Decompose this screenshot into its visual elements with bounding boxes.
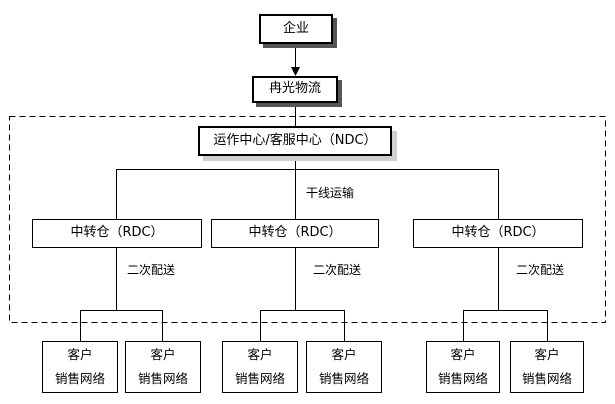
rdc-label: 中转仓（RDC） bbox=[70, 225, 164, 241]
rdc-node-right: 中转仓（RDC） bbox=[413, 219, 583, 248]
arrow-head-icon bbox=[291, 67, 300, 76]
enterprise-node: 企业 bbox=[259, 14, 333, 44]
customer-node: 客户销售网络 bbox=[306, 341, 382, 393]
sales-network-label: 销售网络 bbox=[137, 371, 188, 386]
logistics-node: 冉光物流 bbox=[252, 76, 338, 103]
secondary-delivery-label-right: 二次配送 bbox=[516, 263, 565, 277]
rdc-node-left: 中转仓（RDC） bbox=[32, 219, 202, 248]
logistics-label: 冉光物流 bbox=[268, 81, 321, 97]
customer-label: 客户 bbox=[247, 347, 273, 362]
customer-node: 客户销售网络 bbox=[510, 341, 584, 393]
rdc-label: 中转仓（RDC） bbox=[451, 225, 545, 241]
ndc-label: 运作中心/客服中心（NDC） bbox=[213, 132, 377, 148]
customer-label: 客户 bbox=[67, 347, 93, 362]
secondary-delivery-label-left: 二次配送 bbox=[127, 263, 176, 277]
sales-network-label: 销售网络 bbox=[437, 371, 488, 386]
sales-network-label: 销售网络 bbox=[318, 371, 369, 386]
customer-node: 客户销售网络 bbox=[125, 341, 201, 393]
ndc-node: 运作中心/客服中心（NDC） bbox=[198, 126, 392, 156]
customer-label: 客户 bbox=[150, 347, 176, 362]
customer-node: 客户销售网络 bbox=[42, 341, 118, 393]
trunk-transport-label: 干线运输 bbox=[306, 186, 355, 200]
sales-network-label: 销售网络 bbox=[521, 371, 572, 386]
sales-network-label: 销售网络 bbox=[234, 371, 285, 386]
rdc-label: 中转仓（RDC） bbox=[248, 225, 342, 241]
rdc-node-middle: 中转仓（RDC） bbox=[211, 219, 379, 248]
customer-node: 客户销售网络 bbox=[222, 341, 298, 393]
customer-label: 客户 bbox=[331, 347, 357, 362]
customer-node: 客户销售网络 bbox=[426, 341, 500, 393]
customer-label: 客户 bbox=[534, 347, 560, 362]
customer-label: 客户 bbox=[450, 347, 476, 362]
ndc-boundary bbox=[9, 116, 606, 323]
sales-network-label: 销售网络 bbox=[54, 371, 105, 386]
secondary-delivery-label-middle: 二次配送 bbox=[313, 263, 362, 277]
enterprise-label: 企业 bbox=[282, 20, 309, 36]
